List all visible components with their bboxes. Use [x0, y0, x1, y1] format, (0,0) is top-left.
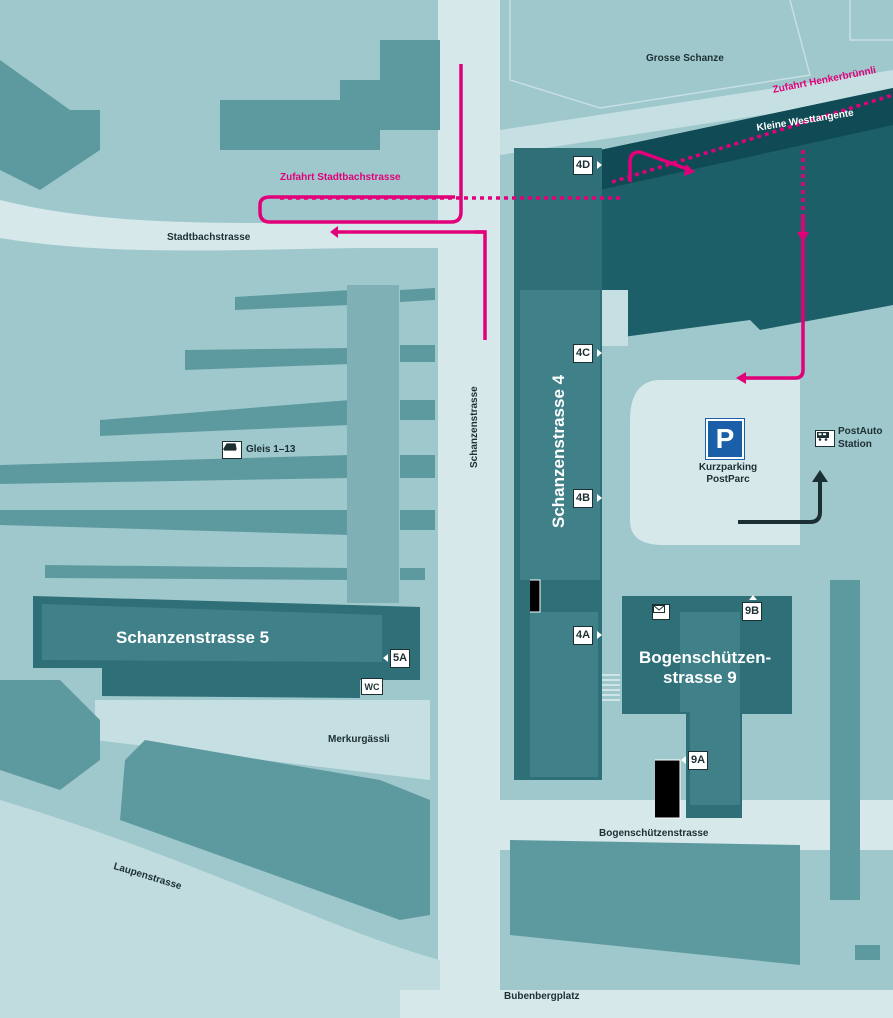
title-schanzenstrasse-5: Schanzenstrasse 5	[116, 628, 270, 647]
surrounding-buildings	[0, 40, 880, 965]
road-merkurgaessli	[95, 700, 430, 780]
entrance-4b[interactable]: 4B	[573, 489, 594, 508]
road-kleine-westtangente-base	[500, 70, 893, 155]
title-schanzenstrasse-4: Schanzenstrasse 4	[549, 374, 568, 528]
label-kurzparking: Kurzparking	[698, 462, 758, 473]
stairs	[530, 579, 681, 819]
label-zufahrt-stadtbachstrasse: Zufahrt Stadtbachstrasse	[280, 172, 401, 183]
label-gleis: Gleis 1–13	[246, 444, 296, 455]
label-stadtbachstrasse: Stadtbachstrasse	[167, 232, 251, 243]
label-merkurgaessli: Merkurgässli	[328, 734, 390, 745]
entrance-arrow-icon	[597, 349, 602, 357]
road-bogenschuetzenstrasse	[500, 800, 893, 850]
building-bogenschuetzenstrasse-9	[622, 596, 792, 818]
parking-area	[630, 380, 800, 545]
entrance-5a[interactable]: 5A	[390, 649, 411, 668]
mail-icon	[652, 604, 670, 620]
entrance-9a[interactable]: 9A	[688, 751, 709, 770]
train-icon	[222, 441, 242, 459]
entrance-4d[interactable]: 4D	[573, 156, 594, 175]
title-bogenschuetzenstrasse-9-line2: strasse 9	[663, 668, 737, 687]
road-bubenbergplatz	[400, 990, 893, 1018]
building-schanzenstrasse-4	[514, 148, 628, 780]
entrance-arrow-icon	[749, 595, 757, 600]
label-postauto: PostAuto	[838, 426, 883, 437]
entrance-arrow-icon	[597, 631, 602, 639]
label-schanzenstrasse: Schanzenstrasse	[469, 386, 480, 468]
building-schanzenstrasse-5	[33, 596, 420, 698]
label-station: Station	[838, 439, 872, 450]
wc-icon: WC	[361, 678, 383, 695]
grosse-schanze-area	[509, 0, 893, 109]
access-routes	[258, 64, 893, 384]
parking-icon[interactable]: P	[705, 418, 745, 460]
title-bogenschuetzenstrasse-9-line1: Bogenschützen-	[639, 648, 772, 667]
label-postparc: PostParc	[706, 474, 750, 485]
entrance-4c[interactable]: 4C	[573, 344, 594, 363]
label-bubenbergplatz: Bubenbergplatz	[504, 991, 580, 1002]
bus-icon	[815, 430, 835, 447]
postauto-route	[738, 470, 828, 524]
label-grosse-schanze: Grosse Schanze	[646, 53, 724, 64]
entrance-4a[interactable]: 4A	[573, 626, 594, 645]
road-schanzenstrasse	[438, 0, 500, 1018]
road-stadtbachstrasse	[0, 200, 500, 251]
entrance-9b[interactable]: 9B	[742, 602, 763, 621]
label-bogenschuetzenstrasse: Bogenschützenstrasse	[599, 828, 709, 839]
road-laupenstrasse	[0, 800, 440, 1018]
entrance-arrow-icon	[681, 756, 686, 764]
entrance-arrow-icon	[597, 161, 602, 169]
entrance-arrow-icon	[597, 494, 602, 502]
entrance-arrow-icon	[383, 654, 388, 662]
railway-platforms	[0, 285, 435, 603]
